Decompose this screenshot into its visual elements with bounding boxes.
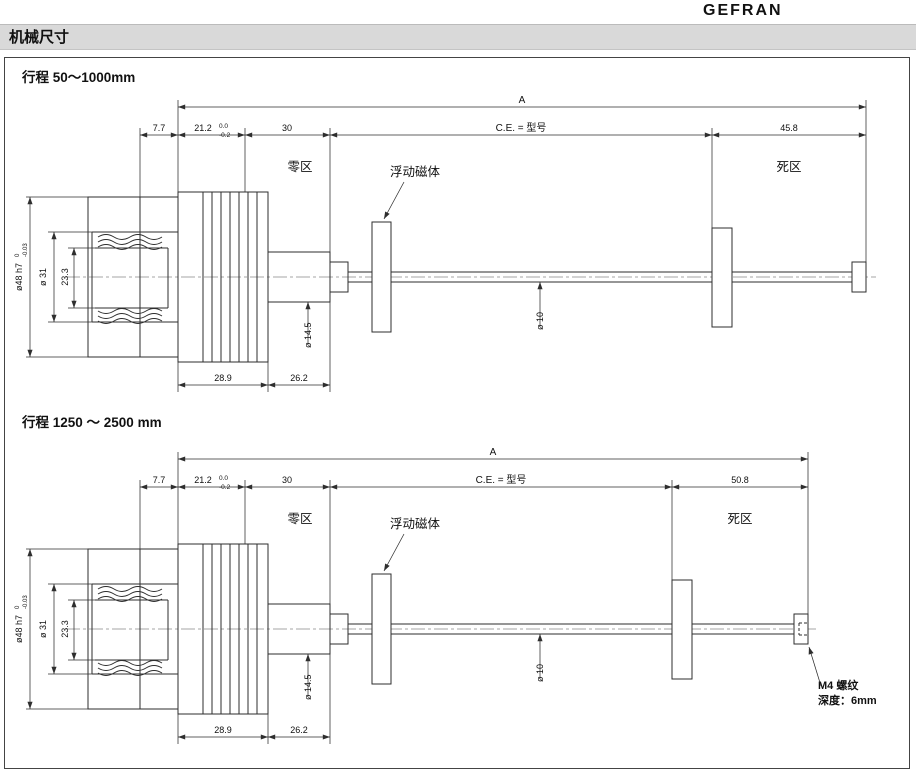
- brand-logo: GEFRAN: [703, 2, 783, 19]
- cable-squiggle: [97, 596, 163, 602]
- cable-squiggle: [97, 586, 163, 592]
- dim-dia48-tol-bot: -0.03: [23, 243, 29, 257]
- dim-overall-A: A: [519, 95, 526, 106]
- dim-dia10: ø 10: [535, 312, 545, 330]
- floating-magnet-ring: [371, 221, 392, 333]
- cable-squiggle: [97, 318, 163, 324]
- drawing2-title: 行程 1250 ～ 2500 mm: [22, 415, 162, 430]
- dead-zone-ring: [671, 579, 693, 680]
- bushing-step: [329, 613, 349, 645]
- dim-30: 30: [282, 123, 292, 133]
- dim-dia48-text: ø48 h7: [14, 263, 24, 291]
- dim-ce-model: C.E. = 型号: [476, 473, 527, 486]
- dim-dia48: ø48 h7 0-0.03: [14, 243, 29, 291]
- floating-magnet-ring: [371, 573, 392, 685]
- dim-21-2-tol-bot: -0.2: [219, 484, 231, 491]
- dim-28-9: 28.9: [214, 725, 232, 735]
- drawing-panel: [4, 57, 910, 769]
- dim-overall-A: A: [490, 447, 497, 458]
- dimensions: A 7.7 21.2 0.0 -0.2 30 C.E. = 型号 50.8 28.9 26.2 ø4…: [14, 447, 809, 744]
- label-zero-zone: 零区: [287, 512, 312, 526]
- sensor-geometry: [66, 543, 818, 715]
- bushing-step: [329, 261, 349, 293]
- section-header: 机械尺寸: [0, 24, 916, 50]
- dim-dia31: ø 31: [38, 268, 48, 286]
- dead-zone-ring: [711, 227, 733, 328]
- diagram-stroke-50-1000: A 7.7 21.2 0.0 -0.2 30 C.E. = 型号 45.8 28.9 26.2 ø4…: [14, 95, 876, 392]
- cable-squiggle: [97, 313, 163, 319]
- dim-21-2: 21.2: [194, 475, 212, 485]
- cable-squiggle: [97, 308, 163, 314]
- dim-23-3: 23.3: [60, 268, 70, 286]
- cable-squiggle: [97, 660, 163, 666]
- dim-ce-model: C.E. = 型号: [496, 121, 547, 134]
- cable-squiggle: [97, 239, 163, 245]
- dim-dia31: ø 31: [38, 620, 48, 638]
- dim-dia48: ø48 h7 0-0.03: [14, 595, 29, 643]
- label-m4-thread: M4 螺纹: [818, 678, 859, 692]
- dimensions: A 7.7 21.2 0.0 -0.2 30 C.E. = 型号 45.8 28.9 26.2 ø4…: [14, 95, 867, 392]
- label-zero-zone: 零区: [287, 160, 312, 174]
- end-cap: [851, 261, 867, 293]
- label-dead-zone: 死区: [776, 160, 801, 174]
- dim-dead-length: 50.8: [731, 475, 749, 485]
- dim-dia48-text: ø48 h7: [14, 615, 24, 643]
- cable-squiggle: [97, 244, 163, 250]
- end-cap: [793, 613, 809, 645]
- label-floating-magnet: 浮动磁体: [390, 516, 441, 531]
- label-m4-depth: 深度：6mm: [818, 693, 877, 707]
- dim-7-7: 7.7: [153, 123, 166, 133]
- dim-21-2-tol-top: 0.0: [219, 123, 228, 130]
- dim-21-2-tol-top: 0.0: [219, 475, 228, 482]
- dim-28-9: 28.9: [214, 373, 232, 383]
- dim-dia14-5: ø 14.5: [303, 322, 313, 348]
- dim-30: 30: [282, 475, 292, 485]
- label-dead-zone: 死区: [727, 512, 752, 526]
- dim-dia48-tol-top: 0: [15, 605, 21, 609]
- label-floating-magnet: 浮动磁体: [390, 164, 441, 179]
- cable-squiggle: [97, 234, 163, 240]
- sensor-geometry: [66, 191, 876, 363]
- dim-26-2: 26.2: [290, 725, 308, 735]
- drawing1-title: 行程 50～1000mm: [22, 70, 136, 85]
- dim-7-7: 7.7: [153, 475, 166, 485]
- dim-dead-length: 45.8: [780, 123, 798, 133]
- dim-21-2-tol-bot: -0.2: [219, 132, 231, 139]
- dim-dia48-tol-bot: -0.03: [23, 595, 29, 609]
- cable-squiggle: [97, 665, 163, 671]
- dim-dia10: ø 10: [535, 664, 545, 682]
- diagram-stroke-1250-2500: A 7.7 21.2 0.0 -0.2 30 C.E. = 型号 50.8 28.9 26.2 ø4…: [14, 447, 877, 744]
- dim-dia48-tol-top: 0: [15, 253, 21, 257]
- dim-23-3: 23.3: [60, 620, 70, 638]
- section-title: 机械尺寸: [9, 29, 70, 46]
- dim-26-2: 26.2: [290, 373, 308, 383]
- cable-squiggle: [97, 591, 163, 597]
- dim-21-2: 21.2: [194, 123, 212, 133]
- zone-labels: 零区 浮动磁体 死区: [287, 160, 802, 220]
- dim-dia14-5: ø 14.5: [303, 674, 313, 700]
- cable-squiggle: [97, 670, 163, 676]
